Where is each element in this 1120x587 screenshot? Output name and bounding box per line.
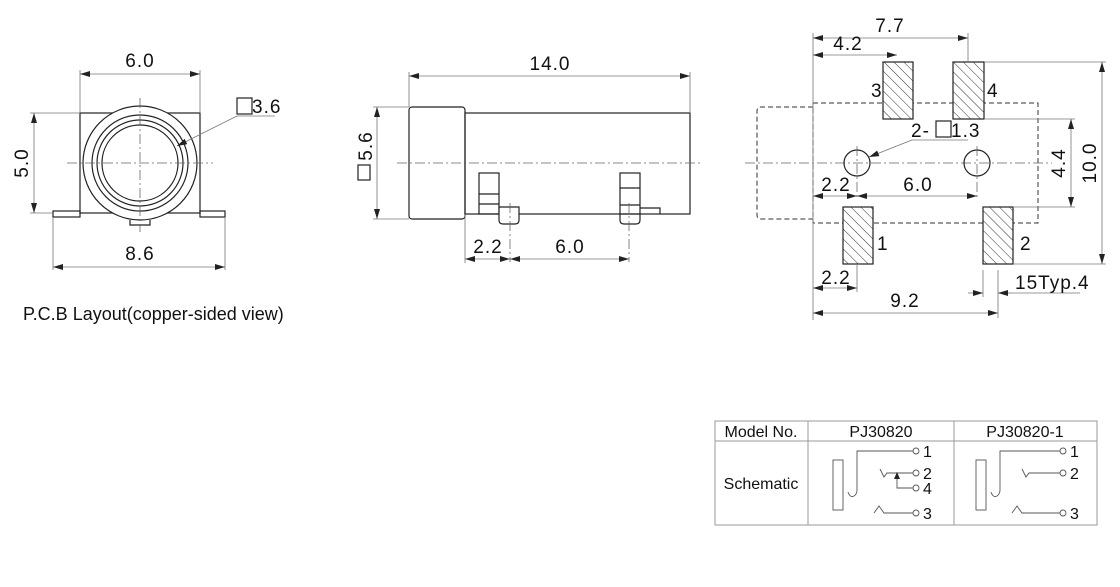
- pin-label: 2: [1070, 466, 1079, 483]
- model-table: Model No. PJ30820 PJ30820-1 Schematic 1 …: [714, 420, 1098, 526]
- schematic-pj30820-1: 1 2 3: [975, 444, 1079, 523]
- pad-1: [842, 206, 874, 265]
- side-offset-dim: 2.2: [473, 237, 502, 258]
- pin-label: 1: [1070, 444, 1079, 461]
- pin-label: 4: [923, 481, 932, 498]
- pcb-layout: 3 4 1 2 7.7 4.2 2- 1.3 2.2 6.0 4.4 10.0 …: [745, 16, 1106, 320]
- front-diameter-dim: 3.6: [252, 97, 281, 118]
- pad-2: [982, 206, 1014, 265]
- pin-label: 3: [1070, 506, 1079, 523]
- side-pitch-dim: 6.0: [555, 237, 584, 258]
- front-height-dim: 5.0: [12, 148, 33, 177]
- pcb-7-7-dim: 7.7: [875, 16, 904, 37]
- pcb-4-2-dim: 4.2: [833, 34, 862, 55]
- pcb-2-2-mid-dim: 2.2: [821, 175, 850, 196]
- pcb-6-0-dim: 6.0: [903, 175, 932, 196]
- side-length-dim: 14.0: [530, 54, 571, 75]
- pad-label: 3: [871, 81, 883, 102]
- pad-4: [952, 61, 985, 120]
- side-view: 14.0 5.6 2.2 6.0: [356, 54, 703, 263]
- pcb-layout-caption: P.C.B Layout(copper-sided view): [23, 304, 284, 324]
- side-diameter-dim: 5.6: [356, 131, 377, 160]
- row-label-schematic: Schematic: [724, 476, 799, 493]
- pcb-pad-width-dim: 15Typ.4: [1015, 273, 1090, 294]
- pin-label: 2: [923, 466, 932, 483]
- pcb-2-2-bottom-dim: 2.2: [821, 268, 850, 289]
- header-model-a: PJ30820: [849, 424, 912, 441]
- pin-label: 1: [923, 444, 932, 461]
- pad-label: 4: [987, 81, 999, 102]
- front-width-dim: 6.0: [125, 51, 154, 72]
- pad-label: 2: [1020, 234, 1032, 255]
- front-overall-width-dim: 8.6: [125, 244, 154, 265]
- pcb-9-2-dim: 9.2: [890, 291, 919, 312]
- header-model-no: Model No.: [725, 424, 798, 441]
- pad-3: [882, 61, 914, 120]
- front-view: 6.0 5.0 3.6 8.6: [12, 51, 281, 270]
- pin-label: 3: [923, 506, 932, 523]
- pcb-4-4-dim: 4.4: [1049, 148, 1070, 177]
- hole-size: 1.3: [951, 121, 980, 142]
- pcb-10-0-dim: 10.0: [1080, 143, 1101, 184]
- schematic-pj30820: 1 2 4 3: [832, 444, 932, 523]
- hole-count: 2-: [911, 121, 930, 142]
- header-model-b: PJ30820-1: [986, 424, 1063, 441]
- pad-label: 1: [877, 234, 889, 255]
